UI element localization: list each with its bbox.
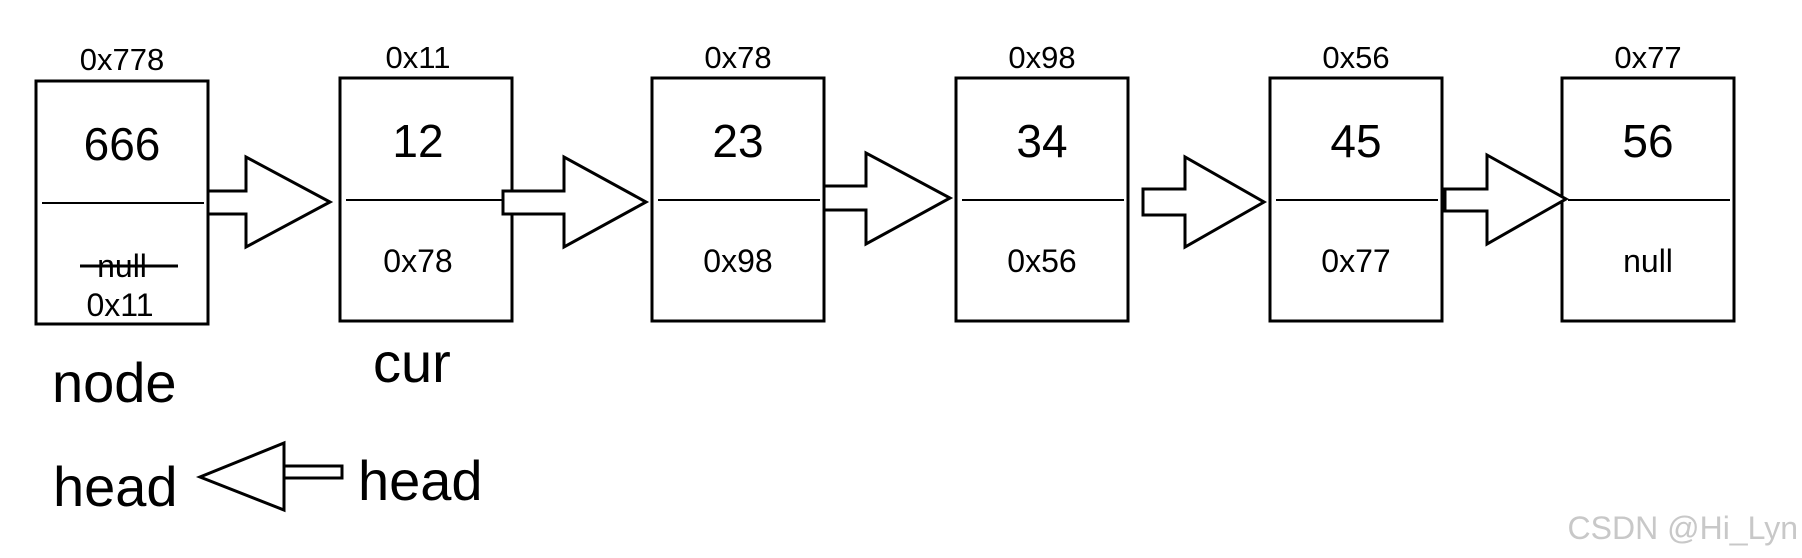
node-address: 0x77 [1614,40,1681,75]
node-address: 0x78 [704,40,771,75]
new-head-label: head [53,455,178,518]
list-node: 0x78 23 0x98 [650,40,826,323]
list-node: 0x56 45 0x77 [1268,40,1444,323]
node-value: 12 [392,115,443,167]
node-next: 0x11 [86,287,153,323]
list-node: 0x98 34 0x56 [954,40,1130,323]
node-value: 23 [712,115,763,167]
node-address: 0x778 [80,42,164,77]
node-value: 666 [84,118,161,170]
node-address: 0x11 [386,40,451,75]
right-arrow-icon [501,154,650,250]
old-head-label: head [358,449,483,512]
watermark-text: CSDN @Hi_Lyn [1568,510,1798,546]
right-arrow-icon [1443,152,1570,247]
cur-pointer-label: cur [373,331,451,394]
list-node: 0x778 666 null 0x11 [34,42,210,326]
node-address: 0x56 [1322,40,1389,75]
node-box [1268,76,1444,323]
node-address: 0x98 [1008,40,1075,75]
node-next: 0x77 [1321,243,1390,279]
node-next: 0x78 [383,243,452,279]
node-pointer-label: node [52,351,177,414]
list-node: 0x11 12 0x78 [338,40,514,323]
node-next: 0x98 [703,243,772,279]
node-value: 45 [1330,115,1381,167]
right-arrow-icon [822,150,954,247]
node-next: null [1623,243,1673,279]
node-next: 0x56 [1007,243,1076,279]
right-arrow-icon [206,154,334,250]
node-value: 34 [1016,115,1067,167]
node-box [954,76,1130,323]
node-value: 56 [1622,115,1673,167]
list-node: 0x77 56 null [1560,40,1736,323]
left-arrow-icon [195,440,344,513]
right-arrow-icon [1141,154,1268,250]
